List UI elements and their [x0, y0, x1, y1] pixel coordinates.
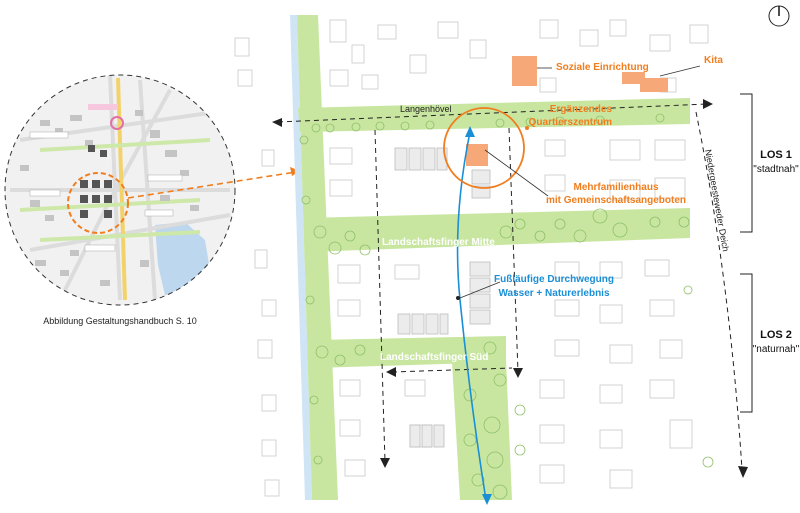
soziale-einrichtung-building [512, 56, 537, 86]
label-langenhoevel: Langenhövel [400, 104, 452, 114]
inset-caption: Abbildung Gestaltungshandbuch S. 10 [43, 316, 197, 326]
axis-arrow-west [272, 118, 282, 127]
los2-title: LOS 2 [760, 329, 792, 341]
fussweg-arrowhead-north [465, 126, 475, 137]
inset-border [4, 74, 236, 306]
los2-bracket [740, 273, 753, 413]
fussweg-leader [459, 281, 501, 299]
label-ergaenzendes-2: Quartierszentrum [529, 117, 612, 128]
los1-bracket [740, 93, 753, 233]
mehrfamilienhaus-building [466, 144, 488, 166]
kita-building [622, 72, 668, 92]
label-ergaenzendes-1: Ergänzendes [550, 104, 613, 115]
west-green-strip [297, 15, 338, 500]
overview-inset: Abbildung Gestaltungshandbuch S. 10 [4, 74, 236, 326]
label-deich: Niedergeesteweder Deich [703, 149, 731, 253]
los1-title: LOS 1 [760, 149, 792, 161]
leader-mehrfamilienhaus [484, 149, 549, 197]
deich-line [695, 111, 743, 471]
inset-connector [127, 171, 297, 199]
fussweg-arrowhead-south [482, 494, 492, 505]
central-green-path [452, 360, 512, 500]
deich-arrowhead [738, 466, 748, 478]
los2-subtitle: "naturnah" [753, 344, 800, 355]
fussweg-path [456, 131, 487, 501]
leader-kita [659, 65, 701, 77]
planned-buildings [394, 147, 491, 448]
label-mehrfamilienhaus-2: mit Gemeinschaftsangeboten [546, 195, 686, 206]
quartierszentrum-circle [443, 107, 525, 189]
trees [299, 113, 714, 500]
finger-sued-band [314, 336, 506, 368]
canal [290, 15, 312, 500]
label-landschaftsfinger-mitte: Landschaftsfinger Mitte [382, 237, 495, 248]
label-soziale-einrichtung: Soziale Einrichtung [556, 62, 649, 73]
los1-subtitle: "stadtnah" [753, 164, 799, 175]
label-landschaftsfinger-sued: Landschaftsfinger Süd [380, 352, 488, 363]
axis-arrow-east [703, 99, 713, 109]
east-path-arrowhead [513, 368, 523, 378]
label-mehrfamilienhaus-1: Mehrfamilienhaus [573, 182, 658, 193]
inset-focus-circle [67, 172, 129, 234]
east-path [508, 127, 519, 373]
label-kita: Kita [704, 55, 723, 66]
langenhoevel-green [298, 98, 690, 132]
west-path [374, 129, 386, 463]
label-durchwegung-2: Wasser + Naturerlebnis [498, 288, 610, 299]
north-arrow-icon [768, 5, 790, 27]
label-durchwegung-1: Fußläufige Durchwegung [494, 274, 614, 285]
los-legend: LOS 1 "stadtnah" LOS 2 "naturnah" [740, 93, 800, 413]
south-crossing-arrowhead [386, 367, 396, 377]
west-path-arrowhead [380, 458, 390, 468]
south-crossing [391, 367, 513, 373]
main-plan: Soziale Einrichtung Kita Langenhövel Erg… [234, 15, 748, 505]
